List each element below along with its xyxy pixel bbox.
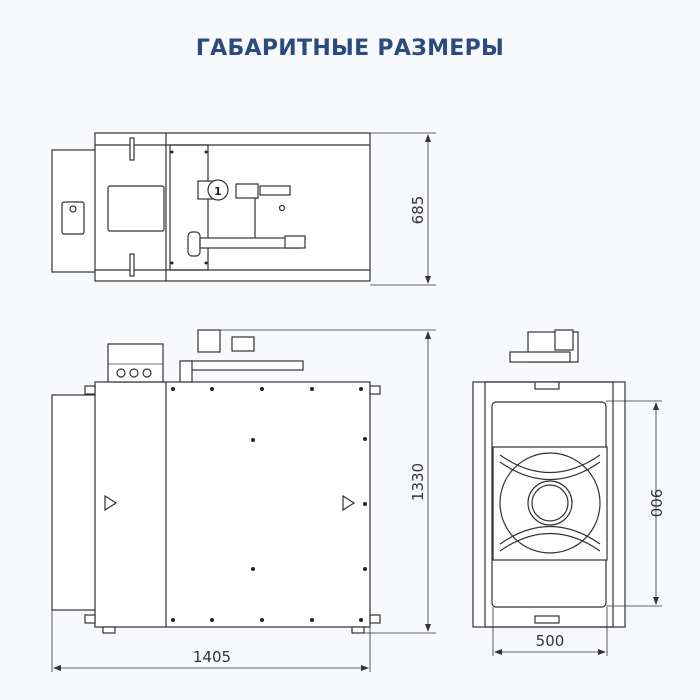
dimension-500: 500 xyxy=(492,607,608,656)
side-view-drawing xyxy=(472,329,626,628)
dim-500-label: 500 xyxy=(536,632,565,650)
dimension-1405: 1405 xyxy=(51,610,371,672)
dimension-900: 900 xyxy=(606,400,665,607)
dim-1405-label: 1405 xyxy=(193,648,231,666)
dimension-685: 685 xyxy=(370,132,436,286)
dim-1330-label: 1330 xyxy=(409,463,427,501)
svg-text:1: 1 xyxy=(214,185,222,198)
dimension-1330: 1330 xyxy=(220,329,436,634)
top-view-drawing: 1 xyxy=(51,132,371,282)
dim-900-label: 900 xyxy=(647,489,665,518)
page-title: ГАБАРИТНЫЕ РАЗМЕРЫ xyxy=(195,36,505,61)
front-view-drawing xyxy=(51,329,381,634)
dim-685-label: 685 xyxy=(409,196,427,225)
